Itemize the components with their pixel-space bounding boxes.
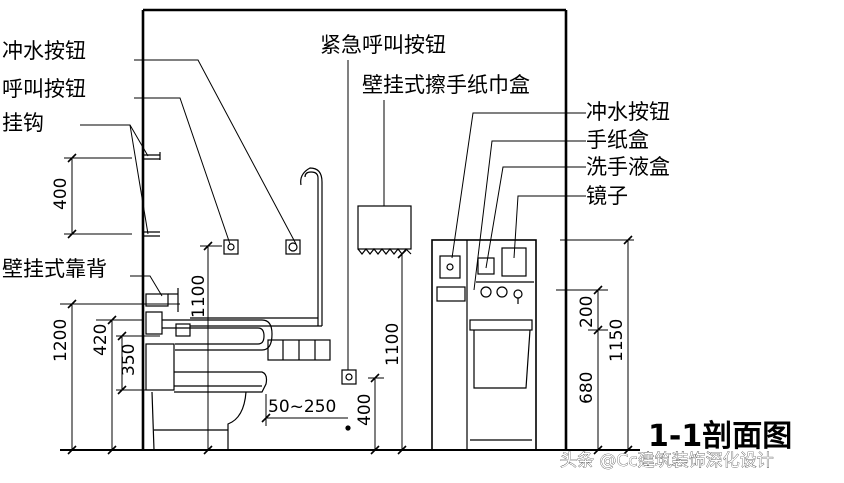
room-outline bbox=[60, 8, 640, 451]
label-mirror: 镜子 bbox=[586, 184, 628, 208]
section-title: 1-1剖面图 bbox=[648, 419, 792, 454]
hook-fixture bbox=[143, 152, 161, 237]
dim-350: 350 bbox=[119, 344, 139, 376]
label-hook: 挂钩 bbox=[2, 111, 44, 135]
dim-400-low: 400 bbox=[355, 394, 375, 426]
paper-towel-box bbox=[357, 205, 412, 255]
dim-200: 200 bbox=[577, 296, 597, 328]
emergency-call-button bbox=[341, 369, 357, 385]
dim-1100-mid: 1100 bbox=[383, 323, 403, 366]
label-flush-button-right: 冲水按钮 bbox=[586, 100, 670, 124]
watermark: 头条 @Cc建筑装饰深化设计 bbox=[560, 451, 774, 471]
dim-1200: 1200 bbox=[51, 319, 71, 362]
dim-50-250: 50~250 bbox=[268, 397, 336, 417]
paper-holder bbox=[267, 339, 331, 361]
dim-1150: 1150 bbox=[607, 319, 627, 362]
label-emergency-call: 紧急呼叫按钮 bbox=[320, 33, 446, 57]
folding-grab-bar bbox=[145, 311, 273, 351]
dim-420: 420 bbox=[91, 324, 111, 356]
label-call-button: 呼叫按钮 bbox=[2, 77, 86, 101]
call-button-icon bbox=[285, 239, 301, 255]
label-tissue-box: 手纸盒 bbox=[586, 128, 649, 152]
dim-680: 680 bbox=[577, 372, 597, 404]
flush-button-left bbox=[223, 239, 239, 255]
label-paper-towel-box: 壁挂式擦手纸巾盒 bbox=[362, 73, 530, 97]
dimension-ticks bbox=[67, 153, 633, 455]
label-flush-button-left: 冲水按钮 bbox=[2, 39, 86, 63]
toilet bbox=[145, 343, 268, 451]
l-grab-bar bbox=[190, 167, 323, 327]
dim-400-hook: 400 bbox=[51, 178, 71, 210]
leader-lines bbox=[80, 59, 586, 370]
label-soap-box: 洗手液盒 bbox=[586, 155, 670, 179]
label-backrest: 壁挂式靠背 bbox=[2, 257, 107, 281]
dim-1100-left: 1100 bbox=[189, 275, 209, 318]
backrest-fixture bbox=[145, 288, 179, 312]
dimension-lines bbox=[60, 157, 634, 450]
wash-cabinet bbox=[431, 239, 537, 451]
dim-dot bbox=[345, 425, 351, 431]
